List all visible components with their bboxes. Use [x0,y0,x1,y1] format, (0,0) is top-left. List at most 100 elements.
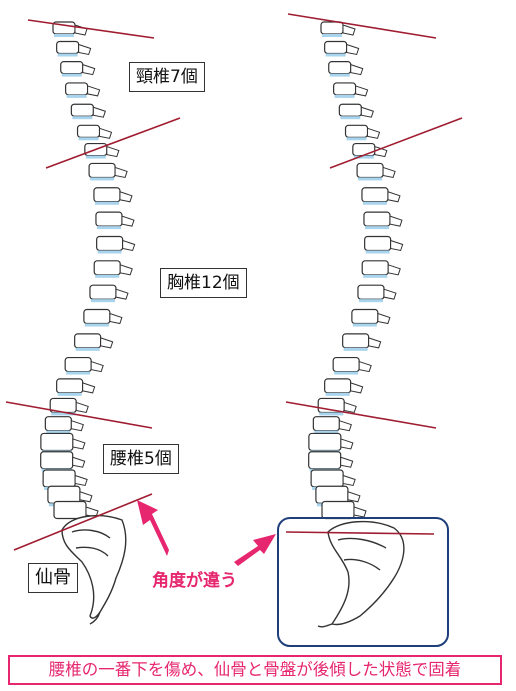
right-spinous-process [347,491,361,503]
right-vertebra [324,40,348,55]
right-spinous-process [355,85,369,97]
right-disc [358,299,383,303]
right-spinous-process [390,239,404,252]
right-spinous-process [383,288,397,300]
left-spinous-process [115,288,129,300]
left-spinous-process [114,166,128,179]
reference-lines [5,13,463,551]
left-spinous-process [78,43,92,56]
right-vertebra [312,416,340,432]
right-spinous-process [338,420,352,432]
left-vertebra [60,61,84,75]
left-disc [94,201,119,205]
left-disc [90,299,115,303]
right-vertebra [328,61,352,75]
right-vertebra [308,451,342,470]
right-disc [319,412,344,416]
right-disc [365,250,390,254]
right-disc [325,53,346,57]
left-spinous-process [109,312,123,325]
right-spinous-process [353,506,367,518]
right-disc [364,226,389,230]
lumbar-label: 腰椎5個 [103,444,179,474]
left-vertebra [64,356,92,373]
right-spinous-process [387,191,401,203]
right-vertebra [333,82,357,96]
left-spinous-process [82,382,96,394]
right-vertebra [342,333,370,349]
l5-sacrum-reference-line-right [285,531,435,535]
left-vertebra [56,378,84,394]
right-spinous-process [350,63,364,76]
left-spinous-process [87,85,101,97]
highlight-box [277,517,449,647]
left-vertebra [44,416,72,432]
left-spinous-process [122,239,136,252]
left-disc [66,94,87,98]
left-disc [96,226,121,230]
left-spinous-process [70,420,84,432]
left-vertebra [88,162,116,179]
right-disc [346,137,367,141]
right-disc [362,201,387,205]
left-spinous-process [90,360,104,373]
right-spinous-process [382,166,396,179]
left-spinous-process [119,264,133,276]
right-spinous-process [368,337,382,349]
left-vertebra [47,485,81,504]
right-spinous-process [342,24,356,36]
right-vertebra [364,235,392,252]
right-spinous-process [342,474,356,487]
pink-arrow-icon [137,500,169,556]
left-vertebra [42,469,76,488]
left-vertebra [93,187,121,203]
left-vertebra [89,284,117,300]
left-disc [95,274,120,278]
left-spinous-process [82,63,96,76]
angle-difference-label: 角度が違う [152,571,237,591]
left-disc [97,250,122,254]
right-spinous-process [389,215,403,227]
spine-tilted [308,21,404,520]
left-vertebra [76,124,101,138]
right-disc [358,177,383,181]
right-spinous-process [350,382,364,394]
left-disc [84,323,109,327]
left-disc [66,371,91,375]
t12-reference-line [5,401,153,429]
l5-sacrum-reference-line [13,493,153,551]
right-spinous-process [346,43,360,56]
right-vertebra [332,356,360,373]
right-vertebra [356,162,384,179]
right-spinous-process [343,401,357,414]
left-vertebra [40,432,74,452]
left-vertebra [40,451,74,470]
right-vertebra [320,21,344,35]
right-vertebra [315,485,349,504]
left-vertebra [93,260,121,276]
left-vertebra [65,82,89,96]
right-disc [343,347,368,351]
right-disc [334,94,355,98]
right-spinous-process [358,360,372,373]
right-disc [325,392,350,396]
left-disc [90,177,115,181]
right-disc [334,371,359,375]
right-vertebra [338,103,362,117]
left-spinous-process [74,474,88,487]
left-disc [57,53,78,57]
left-vertebra [53,500,87,520]
right-spinous-process [360,106,374,118]
right-disc [352,323,377,327]
t12-reference-line-right [285,401,437,429]
left-spinous-process [92,106,106,118]
left-disc [51,412,76,416]
right-vertebra [357,284,385,300]
right-disc [329,73,350,77]
left-spinous-process [121,215,135,227]
left-spinous-process [72,456,86,468]
left-vertebra [96,235,124,252]
left-vertebra [74,333,102,349]
left-spinous-process [106,145,120,158]
